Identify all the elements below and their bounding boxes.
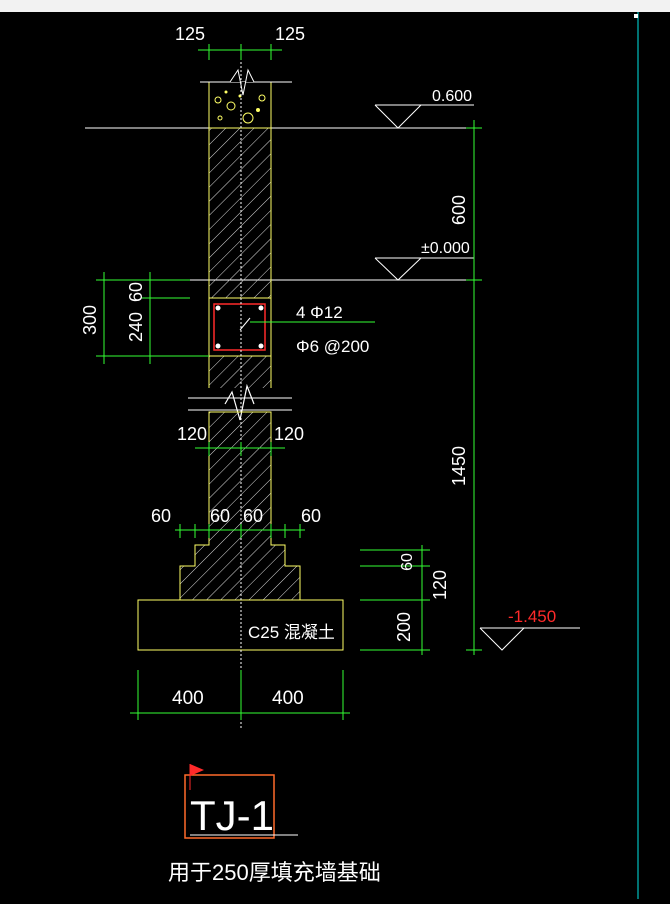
dim-footing-step: 60 (399, 553, 416, 571)
ring-beam (208, 297, 272, 357)
window-top-strip (0, 0, 670, 12)
dim-top-right: 125 (275, 24, 305, 44)
cursor-marker (634, 14, 638, 18)
elevation-ground: ±0.000 (374, 240, 474, 281)
dim-left-upper: 60 (126, 282, 146, 302)
dim-footing-base: 200 (394, 612, 414, 642)
elevation-top-text: 0.600 (432, 88, 472, 105)
dim-step-1: 60 (151, 506, 171, 526)
rebar-main-text: 4 Φ12 (296, 303, 343, 322)
elevation-top: 0.600 (374, 88, 474, 129)
rebar-callout: 4 Φ12 Φ6 @200 (250, 303, 375, 356)
top-dimension: 125 125 (175, 24, 305, 60)
rebar-stirrup-text: Φ6 @200 (296, 337, 369, 356)
dim-left-lower: 240 (126, 312, 146, 342)
dim-right-main: 1450 (449, 446, 469, 486)
dim-step-3: 60 (243, 506, 263, 526)
dim-bottom-left: 400 (172, 688, 204, 709)
elevation-bottom-text: -1.450 (508, 607, 556, 626)
drawing-subtitle: 用于250厚填充墙基础 (168, 860, 381, 885)
bottom-dimension: 400 400 (130, 670, 350, 720)
right-dimension: 600 1450 (449, 120, 482, 655)
elevation-ground-text: ±0.000 (421, 240, 470, 257)
left-dimension: 300 240 60 (80, 272, 209, 364)
dim-left-total: 300 (80, 305, 100, 335)
lower-wall (208, 411, 272, 531)
footing-right-dimension: 60 120 200 (360, 545, 450, 655)
mid-dimension: 120 120 (177, 424, 304, 456)
concrete-label: C25 混凝土 (248, 623, 335, 642)
dim-mid-right: 120 (274, 424, 304, 444)
dim-bottom-right: 400 (272, 688, 304, 709)
dim-right-upper: 600 (449, 195, 469, 225)
step-dimension: 60 60 60 60 (151, 506, 321, 538)
elevation-bottom: -1.450 (479, 607, 580, 651)
dim-step-4: 60 (301, 506, 321, 526)
title-block: TJ-1 用于250厚填充墙基础 (168, 764, 381, 885)
wall-cap (200, 68, 292, 129)
drawing-title: TJ-1 (190, 792, 274, 839)
concrete-base (137, 599, 344, 651)
dim-mid-left: 120 (177, 424, 207, 444)
title-selection-box[interactable] (184, 774, 275, 839)
flag-icon (190, 764, 204, 776)
dim-footing-plinth: 120 (430, 570, 450, 600)
dim-step-2: 60 (210, 506, 230, 526)
stepped-footing (179, 529, 301, 601)
dim-top-left: 125 (175, 24, 205, 44)
